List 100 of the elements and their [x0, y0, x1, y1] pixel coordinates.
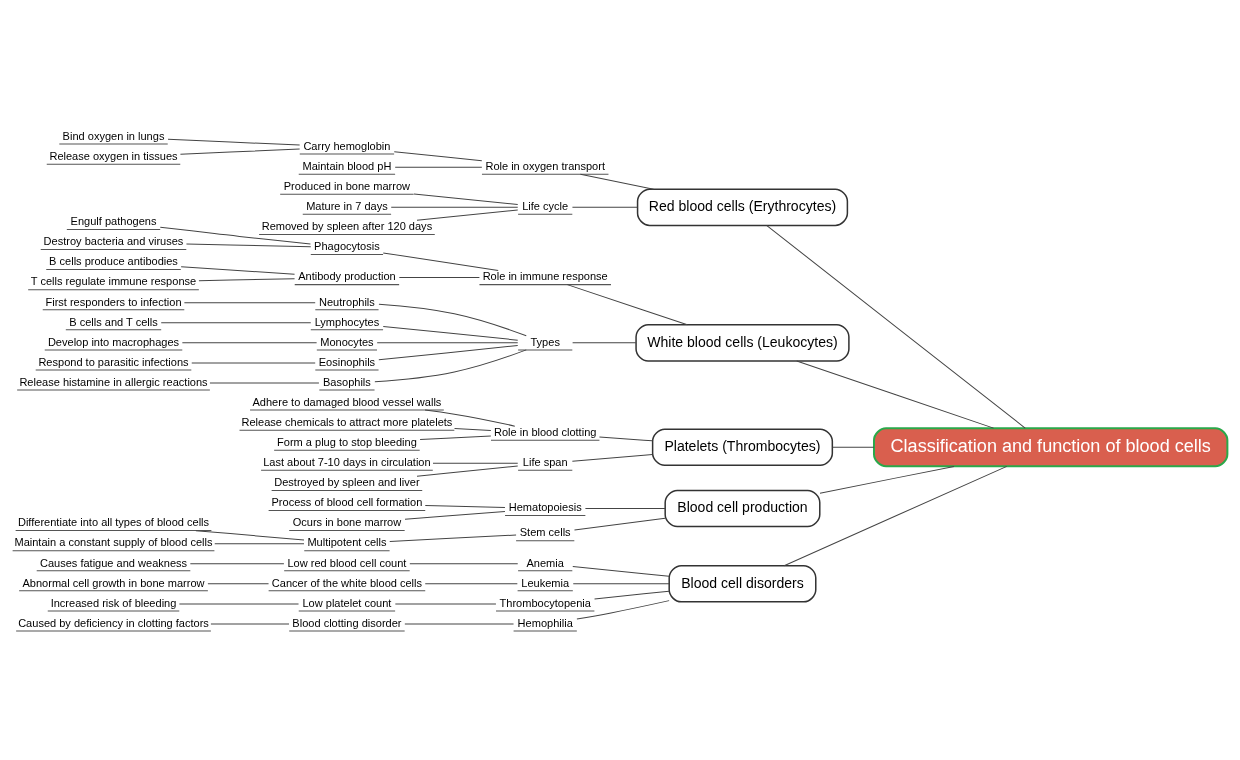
- node-box: Platelets (Thrombocytes): [651, 427, 834, 466]
- connector: [389, 534, 517, 542]
- node-text: Hematopoiesis: [508, 500, 582, 513]
- node-text: Last about 7-10 days in circulation: [263, 455, 431, 468]
- connector: [374, 348, 527, 382]
- node-text: Maintain blood pH: [302, 159, 392, 172]
- connector: [424, 582, 518, 584]
- connector: [572, 341, 637, 343]
- node-box: White blood cells (Leukocytes): [635, 323, 850, 362]
- node-text: Hemophilia: [517, 616, 573, 629]
- node-text: Respond to parasitic infections: [38, 355, 189, 368]
- connector: [207, 582, 270, 584]
- connector: [159, 226, 311, 244]
- connector: [424, 409, 516, 427]
- connector: [413, 193, 519, 205]
- node-text: Low platelet count: [302, 596, 392, 609]
- node-text: Ocurs in bone marrow: [292, 515, 402, 528]
- node-text: Multipotent cells: [307, 535, 387, 548]
- connector: [394, 166, 483, 168]
- node-text: Develop into macrophages: [47, 335, 180, 348]
- connector: [398, 276, 480, 278]
- node-text: B cells and T cells: [69, 315, 158, 328]
- connector: [572, 565, 670, 577]
- node-text: Role in immune response: [482, 269, 608, 282]
- connector: [179, 148, 301, 155]
- connector: [185, 243, 312, 247]
- connector: [198, 277, 296, 281]
- connector: [432, 462, 519, 464]
- connector: [382, 325, 519, 341]
- connector: [424, 504, 506, 508]
- connector: [183, 301, 316, 303]
- connector: [454, 427, 492, 431]
- connector: [195, 529, 305, 540]
- connector: [180, 265, 296, 275]
- node-box: Red blood cells (Erythrocytes): [636, 188, 849, 226]
- connector: [579, 173, 655, 190]
- connector: [571, 453, 653, 462]
- node-text: Mature in 7 days: [306, 199, 388, 212]
- node-text: Process of blood cell formation: [271, 495, 423, 508]
- node-text: Release chemicals to attract more platelets: [241, 415, 453, 428]
- node-text: B cells produce antibodies: [49, 254, 178, 267]
- node-text: Types: [530, 335, 560, 348]
- node-text: Release oxygen in tissues: [49, 149, 178, 162]
- connector: [378, 303, 527, 336]
- connector: [766, 224, 1026, 429]
- connector: [376, 341, 519, 343]
- connector: [572, 582, 670, 584]
- node-text: Release histamine in allergic reactions: [19, 375, 208, 388]
- node-text: First responders to infection: [45, 295, 182, 308]
- node-text: Removed by spleen after 120 days: [261, 219, 433, 232]
- node-text: Life span: [522, 455, 568, 468]
- node-text: Role in blood clotting: [494, 425, 597, 438]
- node-text: Cancer of the white blood cells: [271, 576, 423, 589]
- node-text: Causes fatigue and weakness: [39, 556, 188, 569]
- connector: [404, 510, 506, 520]
- node-text: Destroy bacteria and viruses: [43, 234, 184, 247]
- node-text: Carry hemoglobin: [303, 139, 391, 152]
- node-text: Leukemia: [521, 576, 570, 589]
- connector: [783, 465, 1008, 566]
- node-text: Low red blood cell count: [287, 556, 407, 569]
- node-text: Form a plug to stop bleeding: [277, 435, 417, 448]
- connector: [796, 360, 995, 429]
- node-text: Engulf pathogens: [70, 214, 157, 227]
- node-box: Classification and function of blood cells: [873, 426, 1229, 467]
- connector: [378, 344, 519, 360]
- node-text: Lymphocytes: [314, 315, 380, 328]
- connector: [598, 436, 653, 441]
- node-text: Abnormal cell growth in bone marrow: [22, 576, 205, 589]
- connector: [566, 283, 688, 325]
- node-text: Maintain a constant supply of blood cells: [14, 535, 213, 548]
- node-text: Basophils: [323, 375, 371, 388]
- node-text: Caused by deficiency in clotting factors: [18, 616, 209, 629]
- connector: [382, 251, 499, 271]
- connector: [160, 321, 312, 323]
- connector: [416, 465, 519, 477]
- node-text: Blood clotting disorder: [292, 616, 402, 629]
- node-text: Life cycle: [522, 199, 569, 212]
- connector: [393, 150, 483, 161]
- connector: [594, 590, 670, 599]
- node-text: Destroyed by spleen and liver: [274, 475, 420, 488]
- node-text: Role in oxygen transport: [485, 159, 605, 172]
- connector: [571, 206, 639, 208]
- node-text: Adhere to damaged blood vessel walls: [252, 395, 442, 408]
- connector: [573, 517, 666, 530]
- connector: [419, 434, 492, 440]
- node-text: Antibody production: [298, 269, 396, 282]
- connector: [416, 209, 519, 221]
- connector: [390, 206, 519, 208]
- node-text: Bind oxygen in lungs: [62, 129, 165, 142]
- node-text: Stem cells: [519, 525, 571, 538]
- connector: [819, 465, 955, 494]
- node-text: Increased risk of bleeding: [50, 596, 177, 609]
- node-text: T cells regulate immune response: [30, 274, 197, 287]
- connector: [584, 507, 666, 509]
- connector: [189, 562, 285, 564]
- connector: [167, 138, 301, 146]
- node-text: Monocytes: [320, 335, 374, 348]
- node-text: Differentiate into all types of blood cells: [17, 515, 210, 528]
- connector: [409, 562, 519, 564]
- node-text: Eosinophils: [318, 355, 376, 368]
